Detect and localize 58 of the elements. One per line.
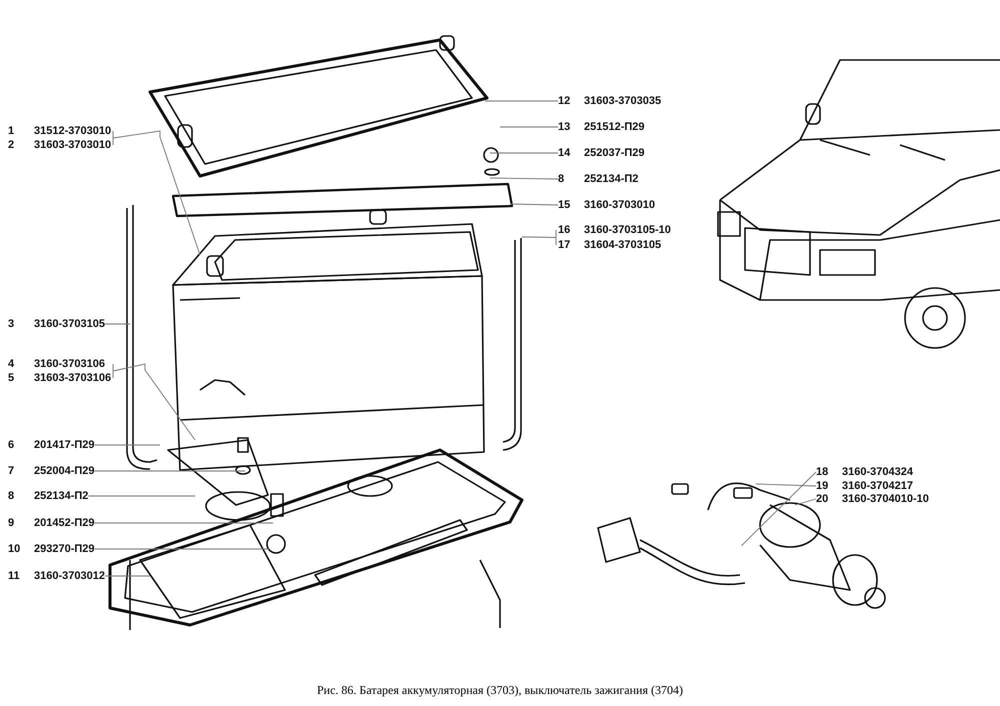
- part-number: 3160-3703010: [584, 198, 655, 212]
- part-number: 3160-3704324: [842, 465, 913, 479]
- callout-number: 6: [8, 438, 16, 452]
- callout-number: 20: [816, 492, 830, 506]
- callout-number: 3: [8, 317, 16, 331]
- callout-number: 5: [8, 371, 16, 385]
- leader-line: [112, 130, 200, 256]
- part-number: 31512-3703010: [34, 124, 112, 138]
- callout-number: 9: [8, 516, 16, 530]
- leader-line: [94, 444, 160, 446]
- figure-caption: Рис. 86. Батарея аккумуляторная (3703), выключатель зажигания (3704): [317, 683, 683, 698]
- leader-line: [510, 204, 558, 206]
- part-number: 251512-П29: [584, 120, 645, 134]
- callout-number: 16: [558, 223, 572, 237]
- callout-number: 4: [8, 357, 16, 371]
- part-number: 201452-П29: [34, 516, 95, 530]
- callout-number: 12: [558, 94, 572, 108]
- callout-number: 14: [558, 146, 572, 160]
- leader-line: [794, 498, 816, 506]
- callout-number: 17: [558, 238, 572, 252]
- leader-line: [112, 363, 196, 440]
- part-number: 31603-3703035: [584, 94, 662, 108]
- part-number: 3160-3704010-10: [842, 492, 929, 506]
- callout-number: 11: [8, 569, 21, 583]
- part-number: 3160-3703106: [34, 357, 105, 371]
- part-number: 3160-3704217: [842, 479, 913, 493]
- callout-number: 2: [8, 138, 16, 152]
- callout-number: 10: [8, 542, 22, 556]
- part-number: 3160-3703012: [34, 569, 105, 583]
- callout-number: 15: [558, 198, 572, 212]
- part-number: 31603-3703010: [34, 138, 112, 152]
- leader-line: [490, 152, 558, 154]
- part-number: 252004-П29: [34, 464, 95, 478]
- part-number: 31604-3703105: [584, 238, 662, 252]
- callout-number: 19: [816, 479, 830, 493]
- callout-number: 13: [558, 120, 572, 134]
- callout-number: 8: [558, 172, 566, 186]
- callout-number: 18: [816, 465, 830, 479]
- leader-line: [522, 230, 556, 246]
- part-number: 3160-3703105: [34, 317, 105, 331]
- part-number: 31603-3703106: [34, 371, 112, 385]
- leader-line: [741, 472, 816, 546]
- leader-line: [484, 100, 558, 102]
- leader-line: [490, 178, 558, 180]
- part-number: 252134-П2: [34, 489, 88, 503]
- part-number: 3160-3703105-10: [584, 223, 671, 237]
- leader-line: [756, 484, 816, 486]
- callout-number: 1: [8, 124, 16, 138]
- leader-line: [94, 548, 270, 550]
- callout-number: 8: [8, 489, 16, 503]
- part-number: 293270-П29: [34, 542, 95, 556]
- callout-number: 7: [8, 464, 16, 478]
- part-number: 252134-П2: [584, 172, 638, 186]
- leader-line: [94, 470, 246, 472]
- part-number: 252037-П29: [584, 146, 645, 160]
- part-number: 201417-П29: [34, 438, 95, 452]
- leader-line: [500, 126, 558, 128]
- leader-line: [94, 522, 274, 524]
